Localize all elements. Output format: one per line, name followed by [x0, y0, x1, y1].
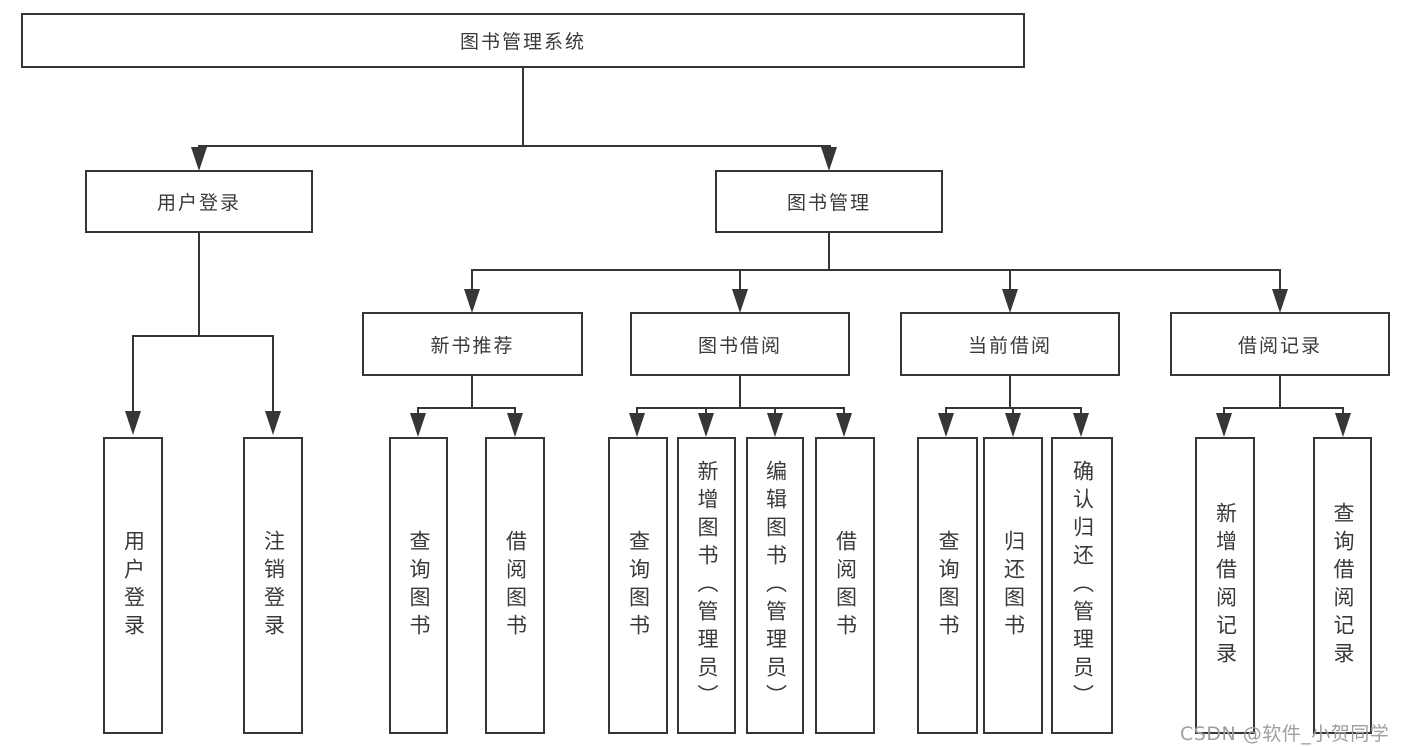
leaf-br-query-record-label: 查询借阅记录 [1331, 501, 1355, 670]
arrow-down-leaf-logout-icon [265, 411, 281, 435]
edge-leaf-cb-return-drop [1012, 407, 1014, 415]
node-book-management-label: 图书管理 [786, 192, 871, 214]
leaf-bb-borrow-book: 借阅图书 [815, 437, 875, 734]
arrow-down-leaf-cb-confirm-icon [1073, 413, 1089, 437]
edge-current-borrow-stem [1009, 376, 1011, 409]
edge-leaf-cb-query-drop [945, 407, 947, 415]
node-borrow-record-label: 借阅记录 [1237, 334, 1322, 357]
arrow-down-leaf-br-query-icon [1335, 413, 1351, 437]
node-root-label: 图书管理系统 [459, 31, 586, 53]
arrow-down-leaf-bb-add-icon [698, 413, 714, 437]
arrow-down-borrow-record-icon [1272, 289, 1288, 313]
edge-book-management-branch [471, 269, 1281, 271]
leaf-bb-add-book-admin: 新增图书（管理员） [677, 437, 736, 734]
leaf-cb-return-book: 归还图书 [983, 437, 1043, 734]
edge-new-book-stem [471, 376, 473, 409]
edge-leaf-bb-add-drop [705, 407, 707, 415]
leaf-bb-query-book-label: 查询图书 [626, 529, 651, 642]
arrow-down-leaf-login-icon [125, 411, 141, 435]
leaf-logout: 注销登录 [243, 437, 303, 734]
leaf-cb-confirm-return-admin: 确认归还（管理员） [1051, 437, 1113, 734]
edge-user-login-stem [198, 233, 200, 337]
edge-borrow-record-leafbranch [1223, 407, 1344, 409]
edge-current-borrow-drop [1009, 269, 1011, 291]
leaf-bb-borrow-book-label: 借阅图书 [833, 529, 858, 642]
leaf-user-login-label: 用户登录 [121, 529, 146, 642]
node-user-login-label: 用户登录 [156, 192, 241, 214]
arrow-down-current-borrow-icon [1002, 289, 1018, 313]
leaf-nb-query-book-label: 查询图书 [407, 529, 431, 642]
leaf-bb-edit-book-admin: 编辑图书（管理员） [746, 437, 804, 734]
node-book-borrow-label: 图书借阅 [697, 334, 782, 357]
edge-leaf-nb-query-drop [417, 407, 419, 415]
node-current-borrow-label: 当前借阅 [967, 334, 1052, 357]
edge-leaf-bb-edit-drop [774, 407, 776, 415]
arrow-down-book-management-icon [821, 147, 837, 171]
edge-leaf-bb-query-drop [636, 407, 638, 415]
node-current-borrow: 当前借阅 [900, 312, 1120, 376]
arrow-down-leaf-bb-borrow-icon [836, 413, 852, 437]
leaf-bb-add-book-admin-label: 新增图书（管理员） [695, 459, 719, 712]
edge-new-book-drop [471, 269, 473, 291]
edge-leaf-br-query-drop [1342, 407, 1344, 415]
edge-root-stem [522, 68, 524, 147]
leaf-cb-query-book-label: 查询图书 [936, 529, 960, 642]
edge-book-borrow-stem [739, 376, 741, 409]
edge-book-borrow-drop [739, 269, 741, 291]
arrow-down-leaf-nb-query-icon [410, 413, 426, 437]
leaf-nb-borrow-book-label: 借阅图书 [503, 529, 528, 642]
edge-book-borrow-leafbranch [636, 407, 845, 409]
arrow-down-new-book-icon [464, 289, 480, 313]
node-new-book-recommend: 新书推荐 [362, 312, 583, 376]
leaf-br-add-record-label: 新增借阅记录 [1213, 501, 1238, 670]
edge-new-book-branch [417, 407, 516, 409]
node-borrow-record: 借阅记录 [1170, 312, 1390, 376]
edge-user-login-branch [132, 335, 274, 337]
edge-leaf-bb-borrow-drop [843, 407, 845, 415]
node-book-borrow: 图书借阅 [630, 312, 850, 376]
edge-borrow-record-drop [1279, 269, 1281, 291]
leaf-br-add-record: 新增借阅记录 [1195, 437, 1255, 734]
arrow-down-leaf-cb-return-icon [1005, 413, 1021, 437]
leaf-logout-label: 注销登录 [261, 529, 286, 642]
leaf-br-query-record: 查询借阅记录 [1313, 437, 1372, 734]
node-user-login: 用户登录 [85, 170, 313, 233]
node-new-book-recommend-label: 新书推荐 [430, 334, 515, 357]
arrow-down-leaf-cb-query-icon [938, 413, 954, 437]
edge-borrow-record-stem [1279, 376, 1281, 409]
arrow-down-leaf-bb-query-icon [629, 413, 645, 437]
leaf-user-login: 用户登录 [103, 437, 163, 734]
node-book-management: 图书管理 [715, 170, 943, 233]
leaf-nb-query-book: 查询图书 [389, 437, 448, 734]
arrow-down-leaf-nb-borrow-icon [507, 413, 523, 437]
arrow-down-user-login-icon [191, 147, 207, 171]
edge-root-branch [198, 145, 831, 147]
edge-leaf-cb-confirm-drop [1080, 407, 1082, 415]
edge-leaf-br-add-drop [1223, 407, 1225, 415]
csdn-watermark: CSDN @软件_小贺同学 [1180, 723, 1390, 745]
edge-leaf-nb-borrow-drop [514, 407, 516, 415]
leaf-cb-query-book: 查询图书 [917, 437, 978, 734]
leaf-cb-confirm-return-admin-label: 确认归还（管理员） [1070, 459, 1095, 712]
arrow-down-book-borrow-icon [732, 289, 748, 313]
edge-leaf-logout-drop [272, 335, 274, 411]
leaf-bb-query-book: 查询图书 [608, 437, 668, 734]
edge-book-management-stem [828, 233, 830, 271]
node-root: 图书管理系统 [21, 13, 1025, 68]
arrow-down-leaf-br-add-icon [1216, 413, 1232, 437]
edge-leaf-login-drop [132, 335, 134, 411]
arrow-down-leaf-bb-edit-icon [767, 413, 783, 437]
leaf-cb-return-book-label: 归还图书 [1001, 529, 1026, 642]
leaf-bb-edit-book-admin-label: 编辑图书（管理员） [763, 459, 788, 712]
leaf-nb-borrow-book: 借阅图书 [485, 437, 545, 734]
